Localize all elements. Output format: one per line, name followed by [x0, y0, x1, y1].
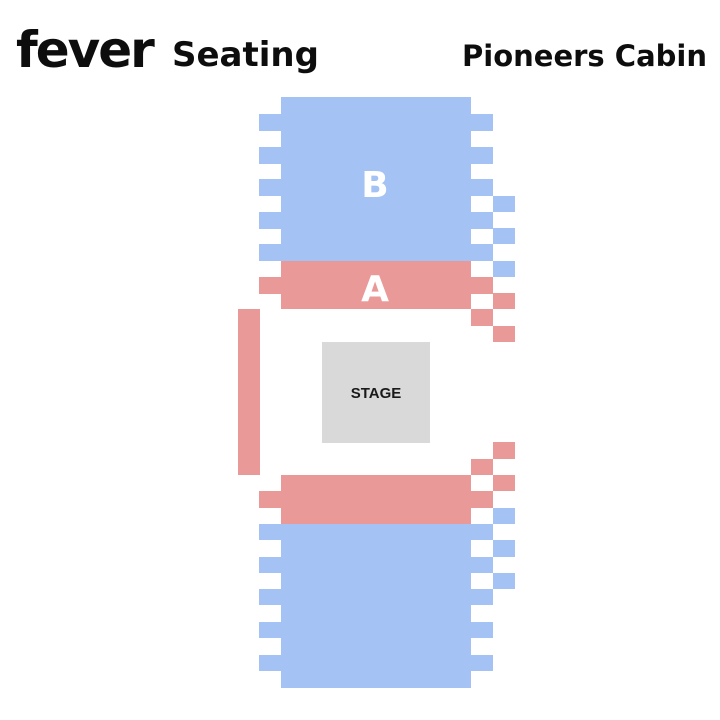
section-b[interactable]: [259, 97, 515, 277]
stage: [322, 342, 430, 443]
header: fever Seating Pioneers Cabin: [0, 0, 720, 90]
section-b-lower[interactable]: [259, 508, 515, 688]
fever-logo: fever: [16, 21, 155, 79]
section-a-side[interactable]: [238, 309, 260, 475]
section-b-label: B: [361, 165, 388, 206]
page-subtitle: Seating: [172, 35, 319, 75]
stage-label: STAGE: [351, 385, 402, 402]
section-a-label: A: [361, 269, 389, 310]
section-a-lower[interactable]: [259, 442, 515, 524]
venue-name: Pioneers Cabin: [462, 39, 707, 73]
section-a[interactable]: [259, 261, 515, 342]
